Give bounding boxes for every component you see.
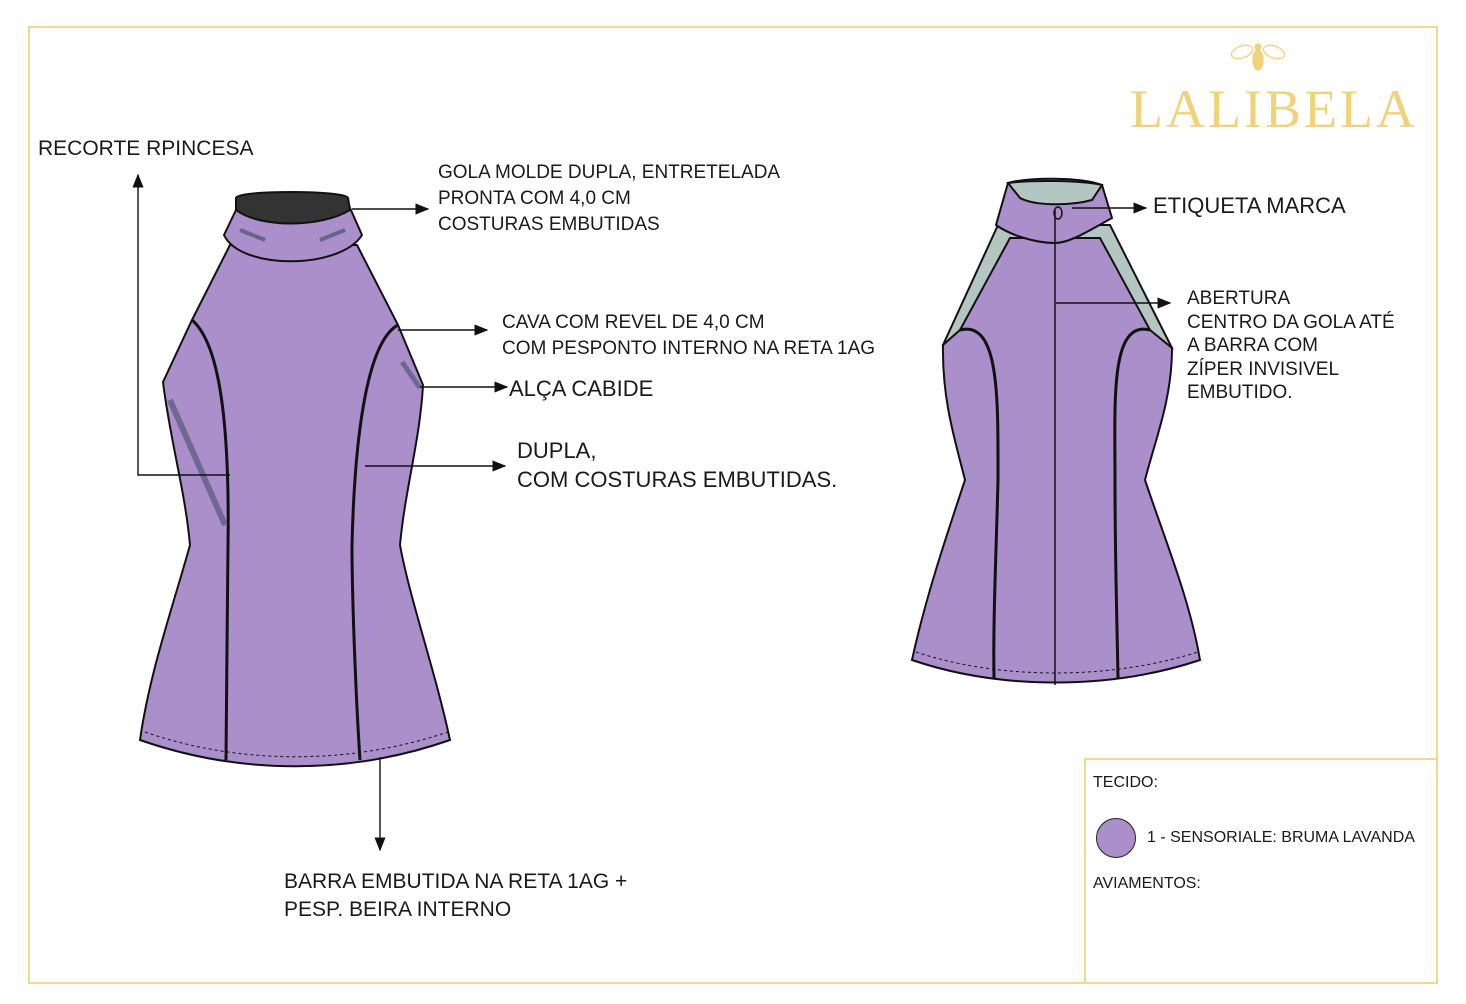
fabric-title: TECIDO:	[1093, 774, 1158, 791]
double-label-line: COM COSTURAS EMBUTIDAS.	[517, 467, 838, 492]
collar-label-line: PRONTA COM 4,0 CM	[438, 188, 631, 209]
spec-box: TECIDO: 1 - SENSORIALE: BRUMA LAVANDA AV…	[1084, 758, 1438, 984]
armhole-label-line: COM PESPONTO INTERNO NA RETA 1AG	[502, 338, 876, 359]
back-body	[910, 237, 1202, 684]
collar-label-line: GOLA MOLDE DUPLA, ENTRETELADA	[438, 162, 781, 183]
front-princess-seam-left	[191, 318, 230, 761]
front-shadow	[239, 228, 346, 242]
back-princess-seam-left	[959, 327, 1000, 679]
callout-arrows	[132, 173, 1172, 852]
double-label: DUPLA, COM COSTURAS EMBUTIDAS.	[517, 436, 837, 494]
hem-label-line: PESP. BEIRA INTERNO	[284, 898, 512, 921]
princess-seam-label: RECORTE RPINCESA	[38, 137, 254, 160]
fabric-swatch	[1096, 818, 1136, 858]
front-garment	[138, 191, 452, 768]
opening-label-line: EMBUTIDO.	[1187, 382, 1293, 403]
armhole-label-line: CAVA COM REVEL DE 4,0 CM	[502, 312, 765, 333]
brand-logo: LALIBELA	[1130, 79, 1418, 139]
collar-label-line: COSTURAS EMBUTIDAS	[438, 214, 660, 235]
opening-label-line: ABERTURA	[1187, 288, 1291, 309]
brand-tag-label: ETIQUETA MARCA	[1153, 193, 1346, 218]
opening-label-line: CENTRO DA GOLA ATÉ	[1187, 311, 1395, 333]
front-shadow	[399, 360, 423, 390]
hem-label: BARRA EMBUTIDA NA RETA 1AG + PESP. BEIRA …	[284, 868, 627, 924]
back-garment	[910, 177, 1202, 685]
opening-label-line: ZÍPER INVISIVEL	[1187, 358, 1340, 380]
bee-icon	[1230, 43, 1286, 71]
page-frame	[28, 26, 1438, 984]
armhole-label: CAVA COM REVEL DE 4,0 CM COM PESPONTO INT…	[502, 310, 875, 362]
back-princess-seam-right	[1113, 327, 1151, 679]
front-collar-inside	[235, 191, 352, 225]
front-shadow	[167, 398, 228, 527]
zipper-pull	[1053, 206, 1063, 220]
double-label-line: DUPLA,	[517, 438, 597, 463]
front-princess-seam-right	[350, 323, 399, 761]
front-body	[138, 244, 452, 768]
fabric-item: 1 - SENSORIALE: BRUMA LAVANDA	[1147, 829, 1415, 846]
hem-label-line: BARRA EMBUTIDA NA RETA 1AG +	[284, 870, 628, 893]
back-collar-inside	[1006, 179, 1104, 206]
hanger-loop-label: ALÇA CABIDE	[509, 376, 654, 401]
opening-label-line: A BARRA COM	[1187, 335, 1318, 356]
front-collar-band	[222, 206, 364, 263]
collar-label: GOLA MOLDE DUPLA, ENTRETELADA PRONTA COM …	[438, 160, 780, 238]
trims-title: AVIAMENTOS:	[1093, 875, 1201, 892]
